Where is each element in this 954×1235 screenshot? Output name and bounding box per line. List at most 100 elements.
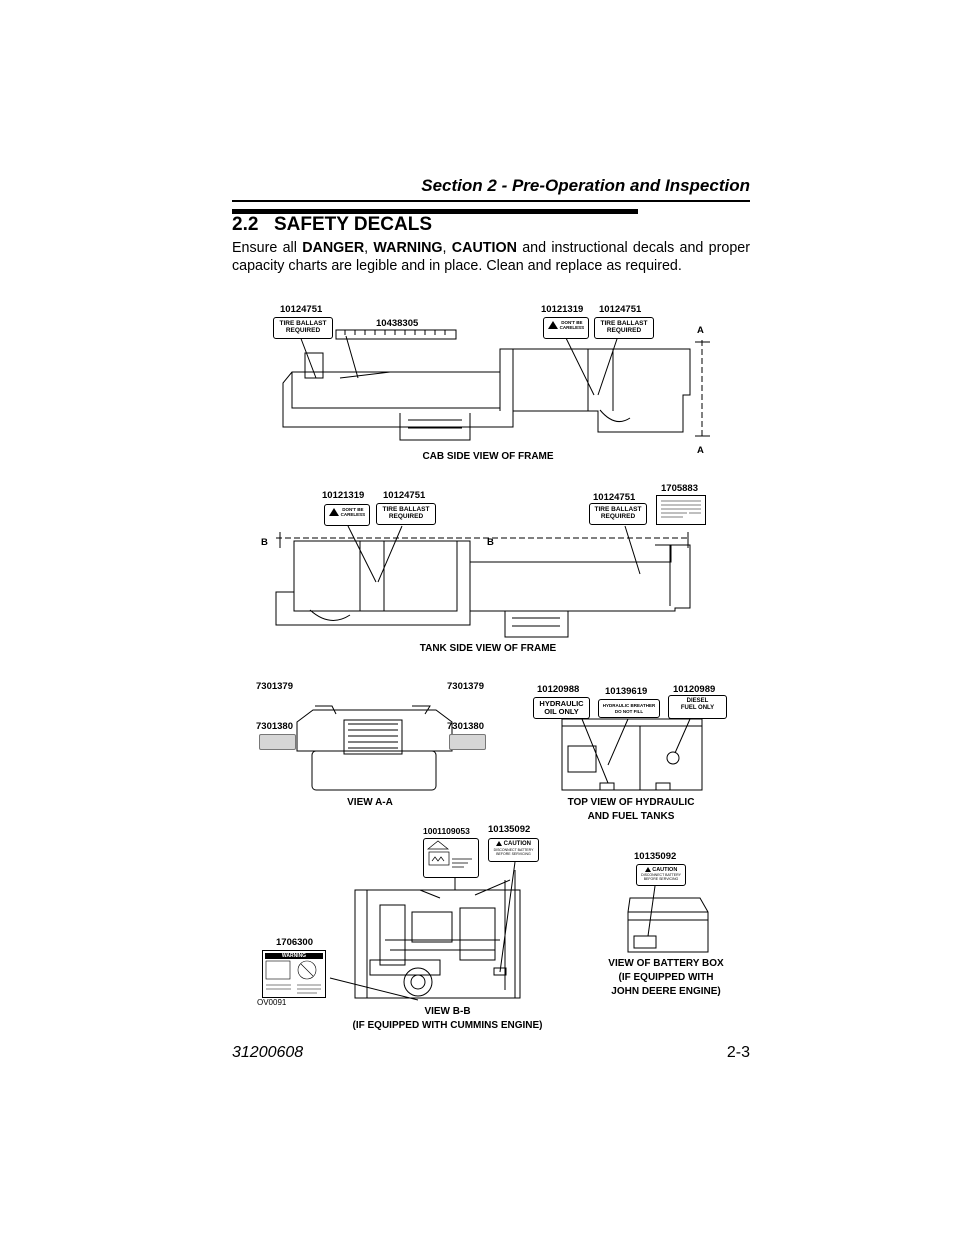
warning-triangle-icon <box>547 321 558 329</box>
view-aa-caption: VIEW A-A <box>347 797 393 808</box>
part-label: 1705883 <box>661 483 698 494</box>
decal-text: DO NOT FILL <box>614 709 644 714</box>
grey-decal <box>259 734 296 750</box>
decal-text: CARELESS <box>340 512 366 517</box>
part-label: 7301379 <box>447 681 484 692</box>
part-label: 10124751 <box>599 304 642 315</box>
caption-line: VIEW OF BATTERY BOX <box>608 958 724 969</box>
decal-text: REQUIRED <box>285 327 321 334</box>
part-label: 10438305 <box>376 318 419 329</box>
diesel-fuel-decal: DIESEL FUEL ONLY <box>668 695 727 719</box>
battery-warning-decal <box>423 838 479 878</box>
caption-line: TOP VIEW OF HYDRAULIC <box>567 797 695 808</box>
caption-line: (IF EQUIPPED WITH <box>618 972 714 983</box>
hydraulic-breather-decal: HYDRAULIC BREATHER DO NOT FILL <box>598 699 660 718</box>
tire-ballast-decal: TIRE BALLAST REQUIRED <box>376 503 436 525</box>
caution-decal: CAUTION DISCONNECT BATTERY BEFORE SERVIC… <box>488 838 539 862</box>
decal-text: TIRE BALLAST <box>600 320 648 327</box>
tire-ballast-decal: TIRE BALLAST REQUIRED <box>594 317 654 339</box>
document-number: 31200608 <box>232 1044 304 1061</box>
decal-text: TIRE BALLAST <box>594 506 642 513</box>
hydraulic-oil-decal: HYDRAULIC OIL ONLY <box>533 697 590 719</box>
decal-text: TIRE BALLAST <box>382 506 430 513</box>
decal-text: BEFORE SERVICING <box>643 877 679 881</box>
caution-triangle-icon <box>644 867 651 873</box>
decal-text: DISCONNECT BATTERY <box>493 848 534 853</box>
caption-line: JOHN DEERE ENGINE) <box>611 986 721 997</box>
section-title: 2.2 SAFETY DECALS <box>232 214 432 236</box>
part-label: 10120988 <box>537 684 580 695</box>
part-label: 10139619 <box>605 686 648 697</box>
grey-decal <box>449 734 486 750</box>
decal-text: DISCONNECT BATTERY <box>641 873 681 877</box>
section-title-text: SAFETY DECALS <box>274 214 433 235</box>
tanks-top-caption: TOP VIEW OF HYDRAULIC AND FUEL TANKS <box>548 796 714 824</box>
section-number: 2.2 <box>232 214 259 235</box>
caption-line: (IF EQUIPPED WITH CUMMINS ENGINE) <box>352 1020 543 1031</box>
part-label: 7301380 <box>256 721 293 732</box>
section-marker: A <box>697 445 704 456</box>
page-number: 2-3 <box>726 1044 750 1061</box>
decal-text: REQUIRED <box>388 513 424 520</box>
caution-keyword: CAUTION <box>451 240 517 256</box>
tire-ballast-decal: TIRE BALLAST REQUIRED <box>589 503 647 525</box>
header-rule <box>232 200 750 202</box>
caution-triangle-icon <box>495 841 502 846</box>
intro-text: and instructional decals and proper capa… <box>232 240 750 274</box>
part-label: 1001109053 <box>423 826 470 836</box>
caption-line: AND FUEL TANKS <box>587 811 675 822</box>
warning-keyword: WARNING <box>373 240 443 256</box>
decal-text: TIRE BALLAST <box>279 320 327 327</box>
part-label: 10124751 <box>593 492 636 503</box>
section-rule <box>232 209 638 214</box>
decal-text: WARNING <box>281 953 307 959</box>
part-label: 10135092 <box>634 851 677 862</box>
decal-text: REQUIRED <box>606 327 642 334</box>
drawing-id: OV0091 <box>257 998 287 1007</box>
battery-box-drawing <box>628 886 708 952</box>
part-label: 1706300 <box>276 937 313 948</box>
tanks-top-drawing <box>562 719 702 790</box>
tank-side-frame-drawing <box>276 526 690 637</box>
section-marker: A <box>697 325 704 336</box>
intro-separator: , <box>442 240 452 256</box>
decal-text: HYDRAULIC <box>539 699 584 708</box>
decal-text: FUEL ONLY <box>680 705 715 711</box>
warning-decal: WARNING <box>262 950 326 998</box>
cab-side-caption: CAB SIDE VIEW OF FRAME <box>422 451 554 462</box>
decal-text: DON'T BE <box>342 507 364 512</box>
part-label: 10124751 <box>383 490 426 501</box>
view-bb-caption: VIEW B-B (IF EQUIPPED WITH CUMMINS ENGIN… <box>330 1005 565 1033</box>
danger-keyword: DANGER <box>302 240 365 256</box>
intro-separator: , <box>364 240 374 256</box>
section-header: Section 2 - Pre-Operation and Inspection <box>421 176 750 195</box>
tank-side-caption: TANK SIDE VIEW OF FRAME <box>419 643 557 654</box>
intro-paragraph: Ensure all DANGER, WARNING, CAUTION and … <box>232 239 750 275</box>
section-marker: B <box>487 537 494 548</box>
part-label: 10121319 <box>322 490 365 501</box>
part-label: 10124751 <box>280 304 323 315</box>
decal-text: REQUIRED <box>600 513 636 520</box>
part-label: 10121319 <box>541 304 584 315</box>
cab-side-frame-drawing <box>283 330 710 440</box>
decal-text: CAUTION <box>652 867 678 873</box>
decal-text: CAUTION <box>503 841 531 848</box>
part-label: 7301379 <box>256 681 293 692</box>
part-label: 7301380 <box>447 721 484 732</box>
battery-box-caption: VIEW OF BATTERY BOX (IF EQUIPPED WITH JO… <box>580 957 752 999</box>
tire-ballast-decal: TIRE BALLAST REQUIRED <box>273 317 333 339</box>
decal-text: HYDRAULIC BREATHER <box>602 703 656 708</box>
view-aa-drawing <box>297 706 452 790</box>
part-label: 10135092 <box>488 824 531 835</box>
capacity-chart-decal <box>656 495 706 525</box>
part-label: 10120989 <box>673 684 716 695</box>
section-marker: B <box>261 537 268 548</box>
decal-text: OIL ONLY <box>544 707 579 716</box>
decal-text: BEFORE SERVICING <box>496 852 531 857</box>
intro-text: Ensure all <box>232 240 303 256</box>
decal-text: DON'T BE <box>561 320 583 325</box>
decal-text: DIESEL <box>686 698 709 704</box>
warning-triangle-icon <box>328 508 339 516</box>
